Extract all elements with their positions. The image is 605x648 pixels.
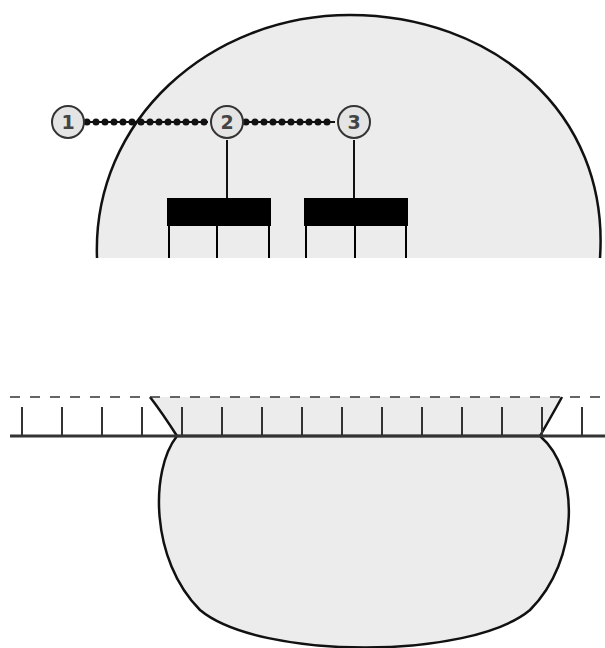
callout-number: 2	[220, 113, 233, 132]
upper-cell-outline	[97, 15, 601, 258]
dashed-line	[10, 396, 605, 398]
bar-legs	[169, 226, 406, 258]
upper-cell	[97, 15, 601, 258]
membrane-ticks	[22, 407, 582, 436]
membrane-line	[10, 435, 605, 438]
callout-circle: 2	[210, 105, 244, 139]
callout-circle: 1	[51, 105, 85, 139]
neck-right	[540, 397, 562, 436]
callout-circle: 3	[337, 105, 371, 139]
stalk	[353, 140, 355, 198]
callout-number: 1	[61, 113, 74, 132]
dotted-chain	[87, 122, 208, 123]
bar-block	[304, 198, 408, 226]
callout-number: 3	[347, 113, 360, 132]
dotted-chain	[246, 122, 335, 123]
neck-left	[150, 397, 177, 436]
stalk	[226, 140, 228, 198]
neck-region	[150, 397, 562, 436]
lower-cell	[159, 436, 569, 648]
bar-block	[167, 198, 271, 226]
